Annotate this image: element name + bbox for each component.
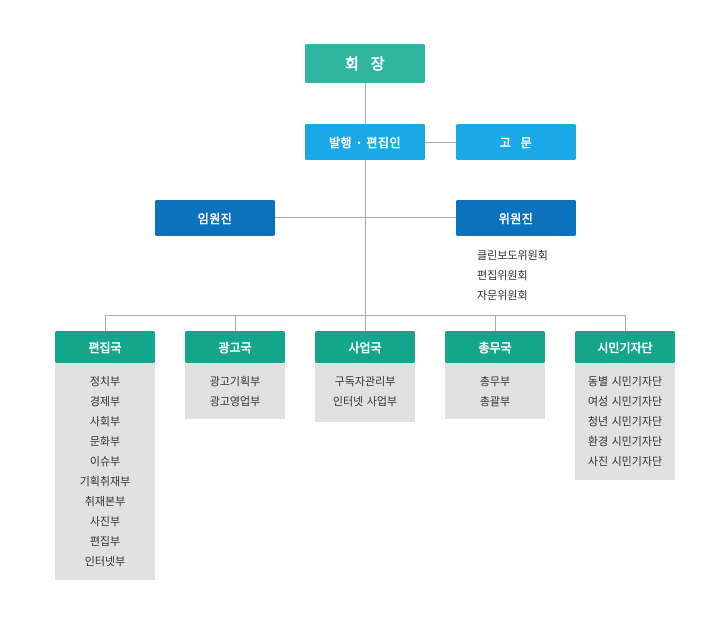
- executives-box: 임원진: [155, 200, 275, 236]
- department-editorial: 편집국: [55, 331, 155, 363]
- sub-unit: 총괄부: [479, 395, 511, 408]
- sub-unit: 광고기획부: [209, 375, 261, 388]
- sub-unit: 편집부: [89, 535, 121, 548]
- sub-unit: 정치부: [89, 375, 121, 388]
- advisor-box: 고 문: [456, 124, 576, 160]
- committee-item: 클린보도위원회: [477, 249, 548, 262]
- department-general-affairs: 총무국: [445, 331, 545, 363]
- sub-unit: 여성 시민기자단: [587, 395, 663, 408]
- sub-unit: 광고영업부: [209, 395, 261, 408]
- sub-unit: 사진 시민기자단: [587, 455, 663, 468]
- department-citizen-reporters: 시민기자단: [575, 331, 675, 363]
- department-business-subs: 구독자관리부 인터넷 사업부: [315, 363, 415, 422]
- sub-unit: 문화부: [89, 435, 121, 448]
- sub-unit: 경제부: [89, 395, 121, 408]
- chairman-box: 회 장: [305, 44, 425, 83]
- publisher-editor-box: 발행 · 편집인: [305, 124, 425, 160]
- sub-unit: 사회부: [89, 415, 121, 428]
- sub-unit: 동별 시민기자단: [587, 375, 663, 388]
- sub-unit: 환경 시민기자단: [587, 435, 663, 448]
- sub-unit: 인터넷부: [84, 555, 126, 568]
- committee-item: 자문위원회: [477, 289, 528, 302]
- committee-box: 위원진: [456, 200, 576, 236]
- sub-unit: 이슈부: [89, 455, 121, 468]
- sub-unit: 구독자관리부: [334, 375, 396, 388]
- sub-unit: 총무부: [479, 375, 511, 388]
- sub-unit: 기획취재부: [79, 475, 131, 488]
- sub-unit: 사진부: [89, 515, 121, 528]
- department-citizen-reporters-subs: 동별 시민기자단 여성 시민기자단 청년 시민기자단 환경 시민기자단 사진 시…: [575, 363, 675, 480]
- committee-list: 클린보도위원회 편집위원회 자문위원회: [477, 246, 548, 306]
- department-advertising-subs: 광고기획부 광고영업부: [185, 363, 285, 419]
- department-general-affairs-subs: 총무부 총괄부: [445, 363, 545, 419]
- sub-unit: 취재본부: [84, 495, 126, 508]
- committee-item: 편집위원회: [477, 269, 528, 282]
- sub-unit: 청년 시민기자단: [587, 415, 663, 428]
- sub-unit: 인터넷 사업부: [332, 395, 398, 408]
- department-editorial-subs: 정치부 경제부 사회부 문화부 이슈부 기획취재부 취재본부 사진부 편집부 인…: [55, 363, 155, 580]
- department-business: 사업국: [315, 331, 415, 363]
- department-advertising: 광고국: [185, 331, 285, 363]
